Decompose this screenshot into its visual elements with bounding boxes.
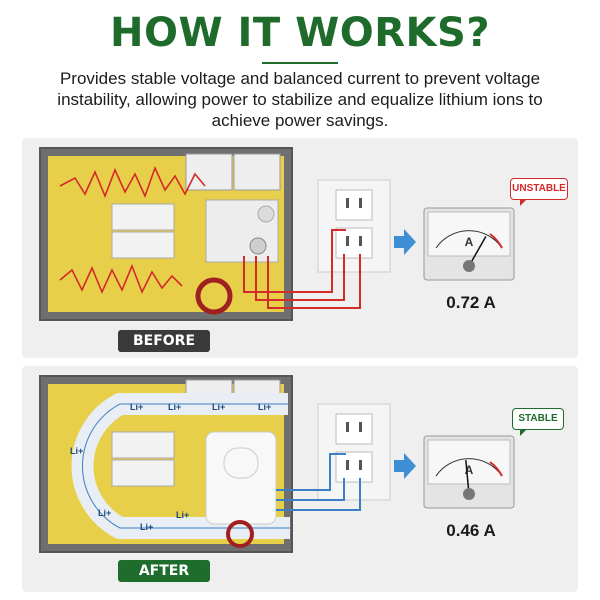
before-wires	[243, 229, 361, 309]
after-meter-unit: A	[465, 463, 474, 477]
stable-badge: STABLE	[512, 408, 564, 430]
after-electrical-box	[39, 375, 293, 553]
after-current-reading: 0.46 A	[446, 521, 496, 540]
ion-label: Li+	[168, 402, 182, 412]
unstable-badge: UNSTABLE	[510, 178, 568, 200]
ion-label: Li+	[140, 522, 154, 532]
after-wires	[276, 453, 361, 511]
before-label: BEFORE	[118, 330, 210, 352]
before-electrical-box	[39, 147, 293, 321]
ion-label: Li+	[176, 510, 190, 520]
before-current-reading: 0.72 A	[446, 293, 496, 312]
after-arrow	[394, 453, 416, 479]
page-description: Provides stable voltage and balanced cur…	[57, 69, 543, 130]
before-wall-outlet	[317, 179, 391, 273]
page-title: HOW IT WORKS?	[109, 10, 491, 56]
after-badge-tail	[520, 428, 528, 436]
before-ammeter: A	[423, 207, 515, 281]
ion-label: Li+	[98, 508, 112, 518]
ion-label: Li+	[212, 402, 226, 412]
before-arrow	[394, 229, 416, 255]
after-label: AFTER	[118, 560, 210, 582]
after-ammeter: A	[423, 435, 515, 509]
ion-label: Li+	[70, 446, 84, 456]
before-badge-tail	[520, 198, 528, 206]
after-wall-outlet	[317, 403, 391, 501]
title-underline	[262, 62, 338, 64]
before-meter-unit: A	[465, 235, 474, 249]
ion-label: Li+	[258, 402, 272, 412]
ion-label: Li+	[130, 402, 144, 412]
